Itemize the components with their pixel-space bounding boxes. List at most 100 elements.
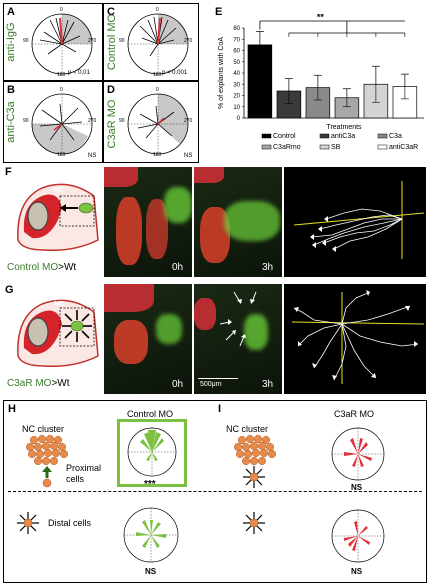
rose-b-deg-right: 270 xyxy=(88,118,97,124)
rose-c-deg-bottom: 180 xyxy=(153,72,162,78)
micrograph-g-0h xyxy=(104,284,192,394)
rose-b-deg-bottom: 180 xyxy=(57,152,66,158)
rose-a-deg-left: 90 xyxy=(23,38,29,44)
h-distal-label: Distal cells xyxy=(48,518,92,528)
panel-c-stat: p < 0.001 xyxy=(162,70,188,76)
x-axis-label: Treatments xyxy=(326,124,362,131)
panel-f-caption-suffix: >Wt xyxy=(58,262,77,273)
h-highlight-frame xyxy=(117,419,187,487)
panel-i-label: I xyxy=(218,403,222,415)
rose-c-deg-top: 0 xyxy=(156,7,159,13)
panel-g-caption: C3aR MO>Wt xyxy=(7,378,70,389)
panel-g-caption-suffix: >Wt xyxy=(51,378,70,389)
time-f-0h: 0h xyxy=(172,262,184,273)
panel-g-caption-mo: C3aR MO xyxy=(7,378,52,389)
tracks-g xyxy=(284,284,426,394)
rose-d-deg-right: 270 xyxy=(184,118,193,124)
i-cell-arrows-bottom xyxy=(243,512,265,534)
rose-a-deg-bottom: 180 xyxy=(57,72,66,78)
scale-label-g: 500μm xyxy=(200,381,222,388)
panel-e-label: E xyxy=(215,6,223,18)
legend-swatch-C3aRmo xyxy=(261,144,272,150)
hi-divider xyxy=(8,491,422,492)
significance-label: ** xyxy=(317,14,325,22)
micrograph-f-3h xyxy=(194,167,282,277)
micrograph-f-0h xyxy=(104,167,192,277)
panel-f-caption: Control MO>Wt xyxy=(7,262,76,273)
h-cluster-cells xyxy=(26,435,69,466)
bar-Control xyxy=(247,44,273,119)
legend-label-SB: SB xyxy=(331,144,341,151)
rose-plot-d xyxy=(127,93,189,155)
rose-b-deg-top: 0 xyxy=(60,87,63,93)
panel-a-stat: p < 0.01 xyxy=(68,70,90,76)
panel-c-side-label: Control MO xyxy=(106,13,118,71)
rose-c-deg-right: 270 xyxy=(184,38,193,44)
i-ns-1: NS xyxy=(351,483,363,492)
y-tick-label: 70 xyxy=(233,37,240,43)
legend-label-antiC3aR: antiC3aR xyxy=(389,144,418,151)
y-tick-label: 80 xyxy=(233,26,240,32)
rose-h-distal xyxy=(123,507,179,563)
y-tick-label: 10 xyxy=(233,105,240,111)
y-tick-label: 20 xyxy=(233,94,240,100)
panel-f-label: F xyxy=(5,166,12,178)
panel-h-label: H xyxy=(8,403,16,415)
time-g-3h: 3h xyxy=(262,379,274,390)
panel-b-stat: NS xyxy=(88,153,97,159)
y-tick-label: 30 xyxy=(233,82,240,88)
i-cell-arrows-top xyxy=(243,466,265,488)
panel-b-label: B xyxy=(7,84,15,96)
rose-plot-b xyxy=(31,93,93,155)
i-nc-cluster: NC cluster xyxy=(226,424,269,434)
embryo-diagram-g xyxy=(17,299,99,368)
time-g-0h: 0h xyxy=(172,379,184,390)
rose-d-deg-top: 0 xyxy=(156,87,159,93)
y-tick-label: 60 xyxy=(233,49,240,55)
h-title: Control MO xyxy=(127,409,174,419)
rose-c-deg-left: 90 xyxy=(119,38,125,44)
y-tick-label: 50 xyxy=(233,60,240,66)
track-plot-f xyxy=(293,181,425,259)
y-axis-label: % of explants with CoA xyxy=(218,37,225,109)
rose-b-deg-left: 90 xyxy=(23,118,29,124)
rose-plot-c xyxy=(127,13,189,75)
y-tick-label: 40 xyxy=(233,71,240,77)
panel-c-label: C xyxy=(107,6,115,18)
h-sig: *** xyxy=(144,479,156,490)
legend-label-C3aRmo: C3aRmo xyxy=(273,144,301,151)
i-title: C3aR MO xyxy=(334,409,375,419)
rose-plot-a xyxy=(31,13,93,75)
legend-label-C3a: C3a xyxy=(389,133,402,140)
legend-swatch-SB xyxy=(319,144,330,150)
rose-d-deg-bottom: 180 xyxy=(153,152,162,158)
embryo-diagram-f xyxy=(17,183,99,252)
h-proximal-cell xyxy=(42,466,52,488)
panel-f-caption-mo: Control MO xyxy=(7,262,59,273)
rose-d-deg-left: 90 xyxy=(119,118,125,124)
legend-swatch-antiC3a xyxy=(319,133,330,139)
time-f-3h: 3h xyxy=(262,262,274,273)
arrows-g-3h xyxy=(219,291,257,347)
legend-swatch-antiC3aR xyxy=(377,144,388,150)
i-ns-2: NS xyxy=(351,567,363,576)
distal-cell-arrows-h xyxy=(17,512,39,534)
micrograph-g-3h xyxy=(194,284,282,394)
h-ns: NS xyxy=(145,567,157,576)
panel-a-label: A xyxy=(7,6,15,18)
h-nc-cluster: NC cluster xyxy=(22,424,65,434)
panel-a-side-label: anti-IgG xyxy=(5,22,17,62)
scale-bar-g xyxy=(198,378,238,379)
rose-i-bottom xyxy=(331,509,385,563)
track-plot-g xyxy=(291,290,425,384)
panel-d-stat: NS xyxy=(184,153,193,159)
i-cluster-cells xyxy=(234,435,277,466)
rose-a-deg-top: 0 xyxy=(60,7,63,13)
panel-b-side-label: anti-C3a xyxy=(5,101,17,143)
panel-g-label: G xyxy=(5,284,14,296)
panel-d-label: D xyxy=(107,84,115,96)
rose-i-top xyxy=(331,427,385,481)
legend-label-antiC3a: antiC3a xyxy=(331,133,355,140)
legend-swatch-C3a xyxy=(377,133,388,139)
